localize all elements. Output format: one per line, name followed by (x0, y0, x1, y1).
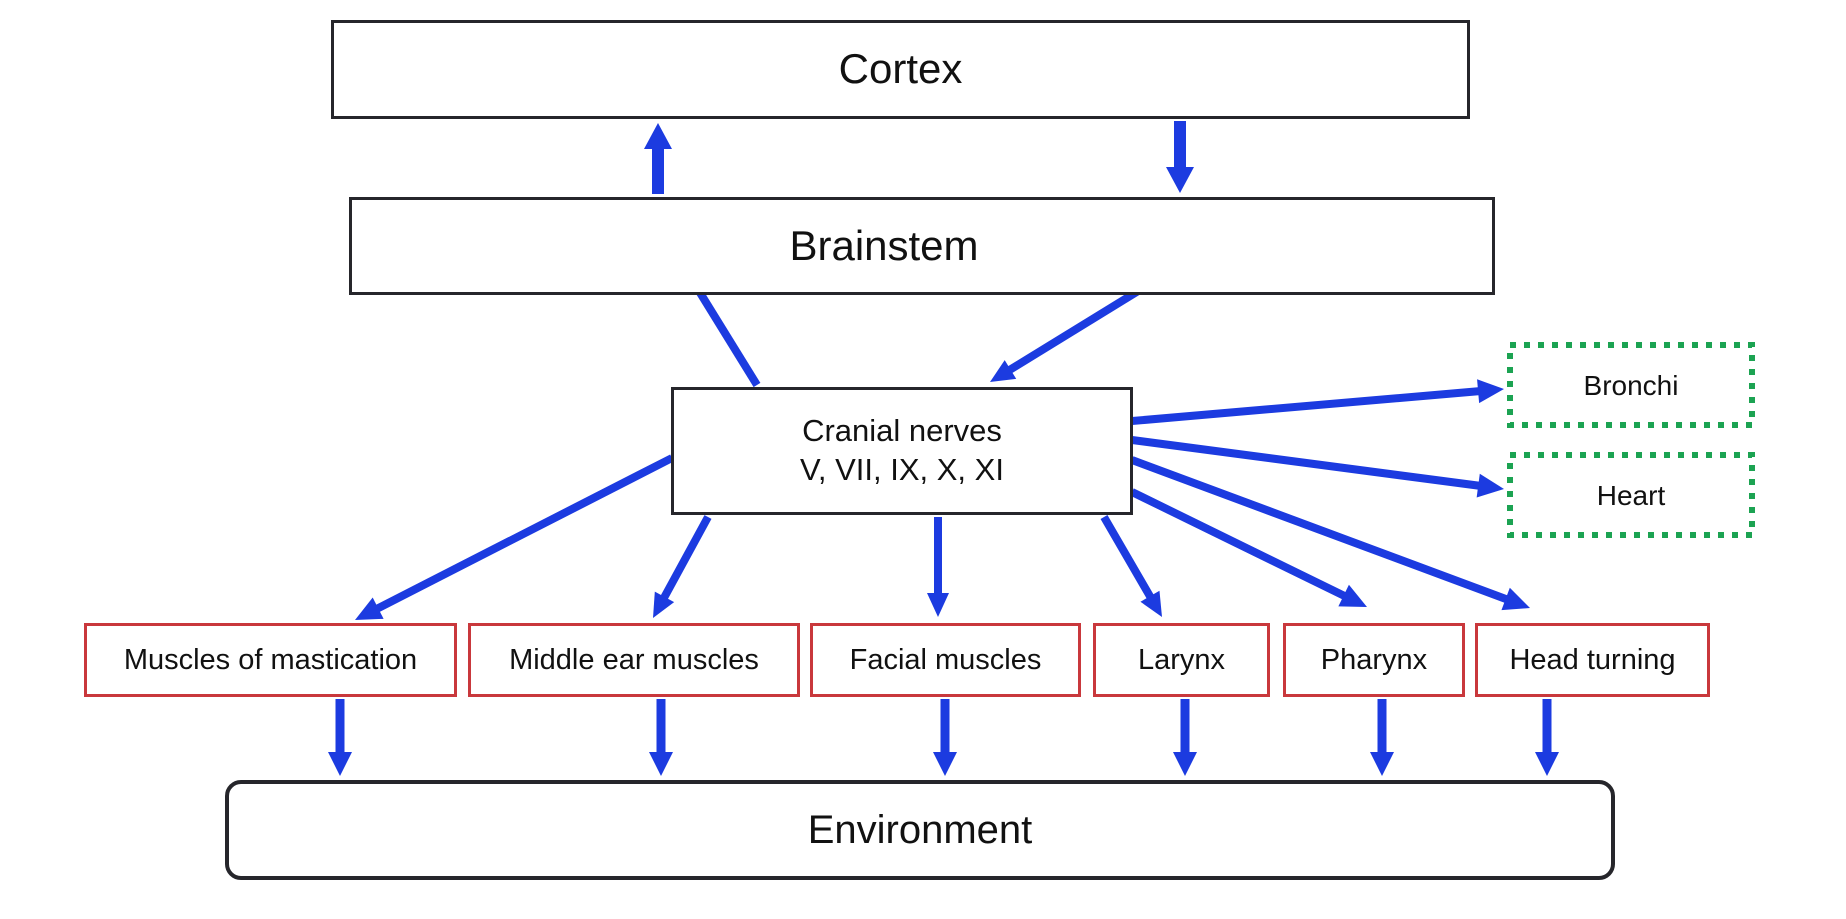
bronchi-label: Bronchi (1583, 369, 1679, 401)
heart-box: Heart (1510, 455, 1752, 535)
pharynx-box: Pharynx (1283, 623, 1465, 697)
arrow-cranial-to-pharynx-head (1338, 584, 1367, 607)
muscles-of-mastication-label: Muscles of mastication (123, 643, 418, 676)
environment-box: Environment (225, 780, 1615, 880)
arrow-cranial-to-heart-head (1476, 473, 1504, 498)
facial-muscles-box: Facial muscles (810, 623, 1081, 697)
cranial-nerves-numerals: V, VII, IX, X, XI (800, 452, 1004, 487)
arrow-right-dot-to-cranial-head (990, 360, 1017, 382)
arrow-facial-to-env-head (933, 752, 957, 776)
cortex-box: Cortex (331, 20, 1470, 119)
arrow-cranial-to-heart (1131, 436, 1491, 492)
heart-dashed-border (1507, 452, 1755, 538)
heart-label: Heart (1596, 479, 1666, 511)
arrow-mastication-to-env-head (328, 752, 352, 776)
arrow-cranial-to-pharynx (1130, 488, 1356, 605)
arrow-larynx-to-env-head (1173, 752, 1197, 776)
arrow-cranial-to-middle-ear-head (653, 591, 675, 618)
muscles-of-mastication-box: Muscles of mastication (84, 623, 457, 697)
arrow-cranial-to-mastication (365, 454, 674, 618)
facial-muscles-label: Facial muscles (849, 643, 1042, 676)
arrow-brainstem-to-cortex-head (644, 123, 672, 149)
larynx-label: Larynx (1137, 643, 1226, 676)
arrow-cranial-to-head-turning (1130, 456, 1518, 607)
environment-label: Environment (807, 808, 1033, 852)
arrow-cranial-to-facial-head (927, 593, 949, 617)
bronchi-box: Bronchi (1510, 345, 1752, 425)
head-turning-label: Head turning (1509, 643, 1676, 676)
arrow-cranial-to-larynx-head (1140, 590, 1162, 617)
cranial-nerves-box: Cranial nerves V, VII, IX, X, XI (671, 387, 1133, 515)
cortex-label: Cortex (838, 45, 963, 93)
larynx-box: Larynx (1093, 623, 1270, 697)
bronchi-dashed-border (1507, 342, 1755, 428)
pharynx-label: Pharynx (1320, 643, 1428, 676)
arrow-cranial-to-head-turning-head (1501, 587, 1530, 611)
arrow-cranial-to-bronchi (1131, 386, 1491, 425)
head-turning-box: Head turning (1475, 623, 1710, 697)
arrow-cortex-to-brainstem-head (1166, 167, 1194, 193)
arrow-cranial-to-mastication-head (355, 597, 384, 620)
arrow-middle-ear-to-env-head (649, 752, 673, 776)
arrow-cranial-to-middle-ear (655, 515, 712, 609)
cranial-nerves-label: Cranial nerves (802, 413, 1002, 449)
arrow-cranial-to-bronchi-head (1477, 379, 1504, 404)
brainstem-box: Brainstem (349, 197, 1495, 295)
arrow-head-turning-to-env-head (1535, 752, 1559, 776)
arrow-cranial-to-larynx (1100, 514, 1159, 608)
arrow-pharynx-to-env-head (1370, 752, 1394, 776)
brainstem-label: Brainstem (789, 221, 979, 269)
middle-ear-muscles-box: Middle ear muscles (468, 623, 800, 697)
middle-ear-muscles-label: Middle ear muscles (509, 643, 759, 676)
